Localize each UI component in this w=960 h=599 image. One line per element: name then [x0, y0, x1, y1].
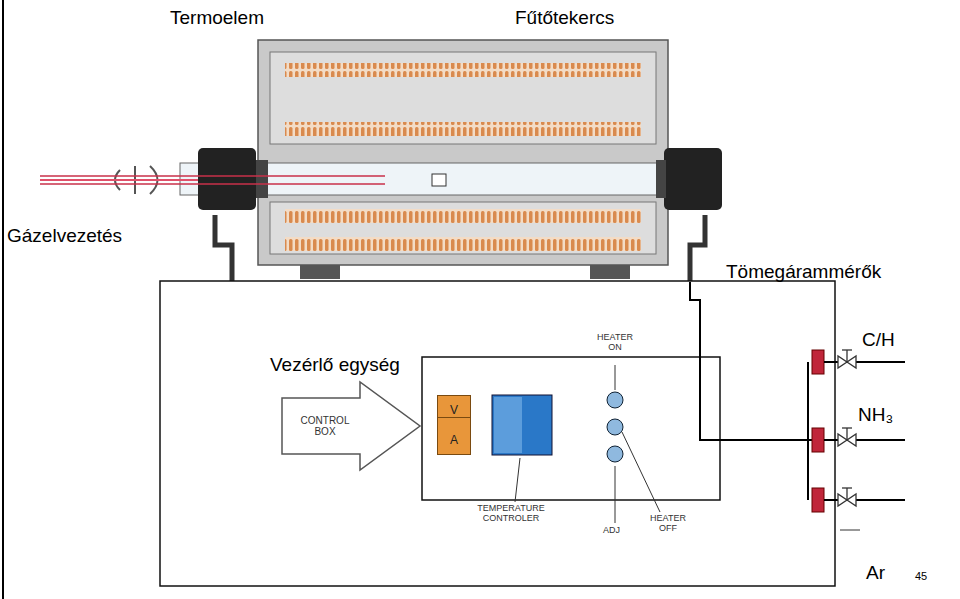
sample-boat — [432, 174, 446, 186]
upper-heater — [270, 52, 656, 144]
button — [607, 419, 623, 435]
part-label: Gázelvezetés — [7, 226, 122, 247]
panel-label: HEATER ON — [597, 333, 633, 353]
display-shine — [494, 397, 522, 453]
heating-coil — [285, 209, 641, 223]
valves — [838, 350, 856, 506]
foot — [300, 265, 340, 279]
mass-flow-meters — [812, 350, 824, 512]
panel-label: HEATER OFF — [650, 514, 686, 534]
volt-amp-meter: VA — [437, 395, 471, 455]
button — [607, 392, 623, 408]
part-label: Tömegárammérők — [726, 262, 881, 283]
base-cabinet — [160, 281, 835, 586]
leader-line — [622, 432, 660, 512]
leader-line — [515, 458, 520, 502]
lower-heater — [270, 202, 656, 254]
leader-line — [615, 466, 616, 523]
gas-label: Ar — [866, 563, 885, 584]
page-number: 45 — [915, 570, 927, 582]
gas-label: NH₃ — [858, 405, 893, 426]
node-text: CONTROL BOX — [290, 415, 360, 438]
furnace-body — [258, 40, 668, 265]
thermocouple — [40, 175, 385, 177]
gas-manifold — [807, 362, 809, 500]
gas-line — [690, 282, 815, 440]
arrow-mark — [840, 530, 860, 531]
leg — [690, 215, 705, 282]
part-label: Fűtőtekercs — [515, 8, 614, 29]
gas-label: C/H — [862, 330, 895, 351]
foot — [590, 265, 630, 279]
control-panel — [422, 357, 720, 500]
heating-coil — [285, 63, 641, 77]
flange — [198, 148, 256, 210]
panel-label: TEMPERATURE CONTROLER — [465, 504, 557, 524]
temperature-display — [492, 395, 552, 455]
flange — [256, 160, 268, 198]
leader-line — [615, 365, 616, 390]
control-box-arrow — [282, 382, 420, 470]
leg — [215, 215, 232, 282]
heating-coil — [285, 237, 641, 251]
outlet-pipe — [40, 179, 198, 181]
heating-coil — [285, 122, 641, 136]
page-border — [2, 0, 4, 599]
flange — [656, 160, 666, 198]
node-text: V — [438, 403, 470, 418]
supply-lines — [824, 362, 905, 500]
control-box-label: CONTROL BOX — [290, 402, 360, 450]
flange — [664, 148, 722, 210]
node-text: A — [450, 433, 458, 447]
thermocouple — [40, 183, 385, 185]
part-label: Termoelem — [170, 8, 264, 29]
part-label: Vezérlő egység — [270, 355, 400, 376]
button — [607, 446, 623, 462]
panel-label: ADJ — [603, 526, 620, 536]
